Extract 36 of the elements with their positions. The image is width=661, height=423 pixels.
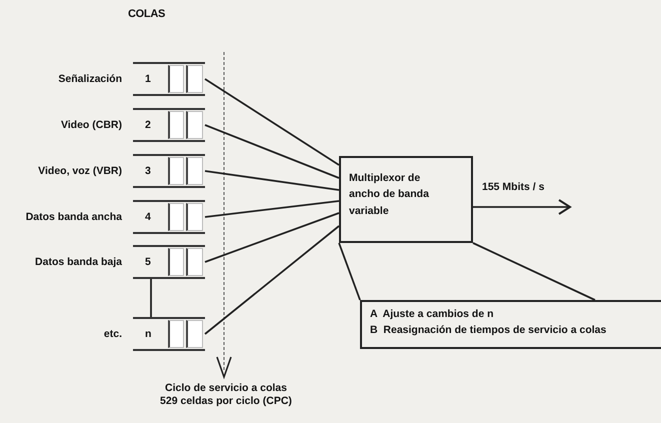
heading: COLAS: [128, 8, 166, 20]
connector-line: [204, 170, 340, 191]
note-line: B Reasignación de tiempos de servicio a colas: [370, 324, 608, 336]
queue-label: etc.: [104, 328, 122, 340]
connector-line: [204, 212, 340, 263]
edge-label: 155 Mbits / s: [481, 181, 546, 193]
queue: [133, 200, 205, 234]
box-label: Multiplexor de ancho de banda variable: [349, 171, 430, 219]
queue-label: Señalización: [58, 73, 122, 85]
queue-label: Video, voz (VBR): [38, 165, 122, 177]
note-line: A Ajuste a cambios de n: [370, 308, 495, 320]
queue-number: 1: [144, 72, 152, 87]
arrow: [473, 199, 571, 215]
queue: [133, 108, 205, 142]
connector-line: [150, 279, 152, 317]
multiplexer-box: [339, 156, 473, 243]
queue-number: n: [144, 327, 152, 342]
queue-label: Video (CBR): [60, 119, 122, 131]
queue: [133, 245, 205, 279]
queue-number: 3: [144, 164, 152, 179]
queue: [133, 62, 205, 96]
caption: Ciclo de servicio a colas 529 celdas por ciclo (CPC): [160, 382, 292, 408]
queue: [133, 317, 205, 351]
connector-line: [204, 200, 340, 218]
queue: [133, 154, 205, 188]
connector-line: [472, 242, 596, 301]
queue-number: 5: [144, 255, 152, 270]
queue-number: 4: [144, 210, 152, 225]
connector-line: [204, 225, 340, 335]
queue-label: Datos banda baja: [35, 256, 122, 268]
connector-line: [204, 124, 340, 179]
connector-line: [204, 78, 340, 166]
note-box: [360, 300, 661, 349]
queue-label: Datos banda ancha: [26, 211, 122, 223]
queue-number: 2: [144, 118, 152, 133]
connector-line: [338, 242, 361, 300]
